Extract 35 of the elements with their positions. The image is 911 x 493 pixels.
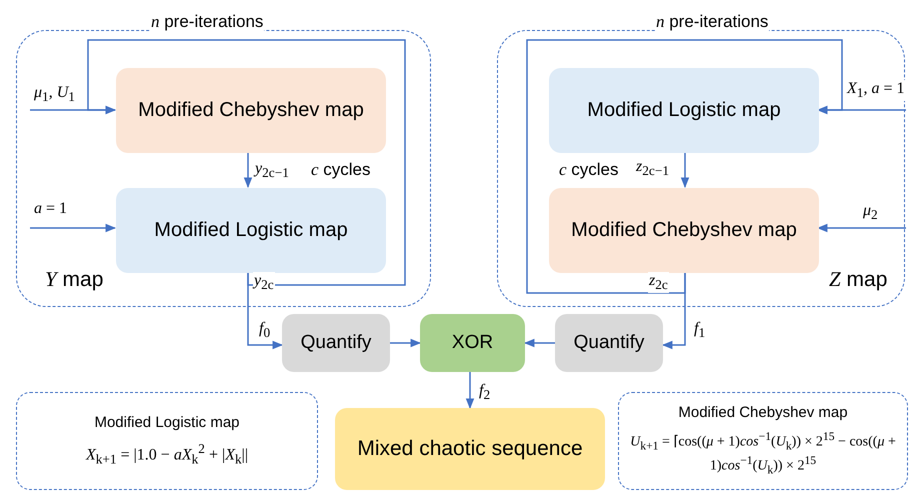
- arrow: [390, 338, 422, 348]
- process-box: Modified Logistic map: [549, 68, 819, 153]
- arrow: [466, 372, 474, 410]
- formula-title: Modified Logistic map: [94, 414, 240, 433]
- map-group-frame: [16, 30, 431, 307]
- formula: U$_{k+1}$ = ⌈cos((μ + 1)cos$^{−1}$(U$_{k}$)) × 2$^{15}$ − cos((μ + 1)cos$^{−1}$(U$_{k}$)) × 2$^{15}$: [629, 430, 897, 478]
- process-box: Mixed chaotic sequence: [335, 408, 605, 490]
- arrow: [244, 152, 252, 188]
- formula: X$_{k+1}$ = |1.0 − aX$_{k}$$^{2}$ + |X$_{k}$||: [86, 440, 248, 468]
- arrow: [816, 224, 906, 232]
- process-box: XOR: [420, 314, 525, 372]
- formula-title: Modified Chebyshev map: [678, 404, 848, 422]
- arrow: [680, 152, 690, 188]
- annotation-text: c cycles: [310, 160, 372, 180]
- arrow: [526, 39, 843, 294]
- arrow: [247, 272, 284, 350]
- formula-card: [16, 392, 318, 490]
- edge-label: X$_{1}$, a = 1: [846, 80, 906, 102]
- arrow: [87, 39, 406, 286]
- formula-card: [618, 392, 908, 490]
- annotation-text: c cycles: [558, 160, 620, 180]
- arrow: [30, 224, 116, 232]
- edge-label: n pre-iterations: [655, 12, 770, 32]
- edge-label: z$_{2c}$: [648, 272, 669, 294]
- edge-label: n pre-iterations: [150, 12, 264, 32]
- process-box: Quantify: [555, 314, 663, 372]
- process-box: Modified Logistic map: [116, 188, 386, 273]
- process-box: Quantify: [282, 314, 390, 372]
- arrow: [524, 338, 555, 348]
- arrow: [662, 272, 686, 350]
- process-box: Modified Chebyshev map: [116, 68, 386, 153]
- map-group-frame: [497, 30, 905, 307]
- process-box: Modified Chebyshev map: [549, 188, 819, 273]
- group-title: Z map: [829, 267, 888, 292]
- group-title: Y map: [45, 267, 104, 292]
